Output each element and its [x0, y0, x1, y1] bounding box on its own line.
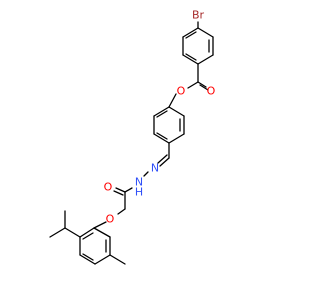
atom-label-ester-oxygen: O: [177, 85, 186, 98]
molecule-structure: Br O O N N H O O: [49, 8, 216, 265]
bromophenyl-ring: [182, 27, 214, 65]
atom-label-ester-carbonyl-oxygen: O: [207, 85, 216, 98]
ester-bonds: [168, 63, 209, 108]
central-phenyl-ring: [153, 106, 185, 144]
amide-bonds: [113, 187, 133, 215]
atom-label-ether-oxygen: O: [106, 213, 115, 226]
isopropyl-group: [49, 210, 81, 238]
atom-label-bromine: Br: [192, 9, 205, 22]
atom-label-amide-hydrogen: H: [135, 186, 143, 199]
isopropyl-methylphenyl-ring: [79, 221, 111, 265]
methyl-bond: [109, 254, 126, 265]
atom-label-hydrazide-nitrogen-1: N: [151, 162, 159, 175]
atom-label-amide-carbonyl-oxygen: O: [104, 181, 113, 194]
hydrazone-linker: [143, 142, 170, 177]
atom-label-hydrazide-nitrogen-2: N: [135, 176, 143, 189]
